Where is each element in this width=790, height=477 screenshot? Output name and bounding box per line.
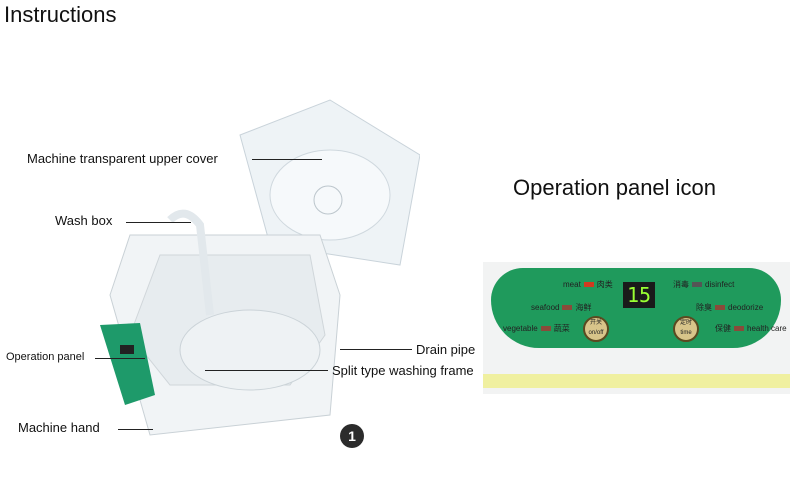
leader-line [252,159,322,160]
mode-seafood: seafood [531,303,560,312]
cover-center [269,149,391,241]
mode-disinfect-zh: 消毒 [673,280,689,289]
label-split-frame: Split type washing frame [332,363,474,378]
label-upper-cover: Machine transparent upper cover [27,151,218,166]
leader-line [95,358,145,359]
label-wash-box: Wash box [55,213,113,228]
power-button[interactable]: 开关 on/off [583,316,609,342]
mode-meat: meat [563,280,581,289]
timer-button-en: time [680,330,692,336]
panel-title: Operation panel icon [513,175,717,200]
page-title: Instructions [4,2,117,27]
power-button-zh: 开关 [589,320,602,326]
timer-button[interactable]: 定时 time [673,316,699,342]
operation-panel-photo: meat 肉类 seafood 海鲜 vegetable 蔬菜 15 消毒 disinf… [483,262,790,394]
leader-line [126,222,191,223]
leader-line [340,349,412,350]
mode-health-care: health care [747,324,787,333]
power-button-en: on/off [588,330,604,336]
mode-vegetable-zh: 蔬菜 [553,324,570,333]
label-drain-pipe: Drain pipe [416,342,476,357]
mode-vegetable: vegetable [503,324,538,333]
label-operation-panel: Operation panel [6,351,85,363]
green-panel [491,268,781,348]
leader-line [205,370,328,371]
mode-deodorize-zh: 除臭 [696,303,712,312]
timer-button-zh: 定时 [679,320,692,326]
mode-meat-zh: 肉类 [596,280,613,289]
control-panel-green [100,323,155,405]
handle [167,209,214,316]
label-machine-hand: Machine hand [18,420,100,435]
washing-frame [179,309,321,391]
mode-deodorize: deodorize [728,303,764,312]
mode-disinfect: disinfect [705,280,735,289]
mode-health-care-zh: 保健 [715,324,731,333]
step-number-badge: 1 [340,424,364,448]
timer-display: 15 [623,282,655,308]
yellow-strip [483,374,790,388]
mode-seafood-zh: 海鲜 [575,303,592,312]
leader-line [118,429,153,430]
